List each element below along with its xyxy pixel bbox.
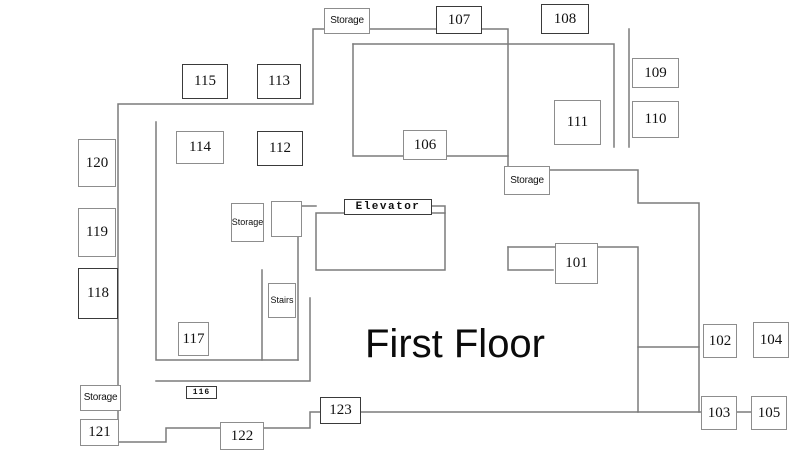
room-label-elevator[interactable]: Elevator bbox=[344, 199, 432, 215]
wall-upper-inner-room bbox=[352, 43, 509, 157]
room-label-text: 111 bbox=[566, 114, 589, 130]
room-label-text: 108 bbox=[553, 10, 577, 27]
room-label-closet-blank[interactable] bbox=[271, 201, 302, 237]
room-label-storage-right[interactable]: Storage bbox=[504, 166, 550, 195]
room-label-text: 104 bbox=[759, 331, 783, 348]
room-label-storage-top[interactable]: Storage bbox=[324, 8, 370, 34]
room-label-text: 115 bbox=[194, 73, 216, 89]
room-label-room-104[interactable]: 104 bbox=[753, 322, 789, 358]
room-label-text: 103 bbox=[707, 404, 731, 421]
room-label-room-107[interactable]: 107 bbox=[436, 6, 482, 34]
room-label-room-122[interactable]: 122 bbox=[220, 422, 264, 450]
room-label-text: Stairs bbox=[270, 295, 294, 305]
room-label-text: Storage bbox=[231, 217, 264, 227]
room-label-text: 110 bbox=[644, 111, 667, 127]
room-label-text: 106 bbox=[413, 136, 437, 153]
room-label-text: Storage bbox=[510, 174, 544, 186]
wall-upper-inner-room-top bbox=[352, 43, 615, 148]
room-label-text: 109 bbox=[644, 64, 667, 81]
room-label-room-101[interactable]: 101 bbox=[555, 243, 598, 284]
room-label-text: 102 bbox=[708, 332, 732, 349]
wall-elevator-right-up bbox=[431, 205, 446, 214]
room-label-room-113[interactable]: 113 bbox=[257, 64, 301, 99]
room-label-text: 113 bbox=[268, 73, 290, 89]
room-label-text: 120 bbox=[85, 154, 109, 171]
room-label-text: Storage bbox=[83, 392, 118, 403]
room-label-room-103[interactable]: 103 bbox=[701, 396, 737, 430]
room-label-text: 122 bbox=[230, 427, 254, 444]
room-label-text: Elevator bbox=[355, 200, 421, 213]
room-label-room-111[interactable]: 111 bbox=[554, 100, 601, 145]
room-label-stairs[interactable]: Stairs bbox=[268, 283, 296, 318]
room-label-text: 123 bbox=[329, 402, 352, 418]
room-label-room-102[interactable]: 102 bbox=[703, 324, 737, 358]
room-label-room-123[interactable]: 123 bbox=[320, 397, 361, 424]
room-label-room-114[interactable]: 114 bbox=[176, 131, 224, 164]
wall-corridor-116-top bbox=[155, 297, 311, 382]
wall-right-lower-wall bbox=[507, 246, 554, 271]
room-label-room-119[interactable]: 119 bbox=[78, 208, 116, 257]
room-label-storage-bot[interactable]: Storage bbox=[80, 385, 121, 411]
page-title: First Floor bbox=[365, 322, 545, 366]
room-label-text: 121 bbox=[88, 424, 111, 440]
room-label-text: 105 bbox=[757, 404, 781, 421]
room-label-storage-mid[interactable]: Storage bbox=[231, 203, 264, 242]
wall-room101-wall bbox=[507, 246, 639, 348]
room-label-room-116[interactable]: 116 bbox=[186, 386, 217, 399]
room-label-text: 116 bbox=[192, 387, 211, 397]
wall-elevator-box bbox=[315, 212, 446, 271]
room-label-room-110[interactable]: 110 bbox=[632, 101, 679, 138]
room-label-text: 114 bbox=[189, 139, 211, 155]
room-label-room-120[interactable]: 120 bbox=[78, 139, 116, 187]
room-label-room-109[interactable]: 109 bbox=[632, 58, 679, 88]
room-label-room-118[interactable]: 118 bbox=[78, 268, 118, 319]
room-label-room-106[interactable]: 106 bbox=[403, 130, 447, 160]
room-label-text: 118 bbox=[87, 285, 109, 301]
room-label-text: 101 bbox=[565, 255, 588, 271]
room-label-room-108[interactable]: 108 bbox=[541, 4, 589, 34]
room-label-text: Storage bbox=[330, 15, 364, 26]
room-label-room-105[interactable]: 105 bbox=[751, 396, 787, 430]
room-label-text: 112 bbox=[269, 140, 291, 156]
room-label-room-115[interactable]: 115 bbox=[182, 64, 228, 99]
room-label-text: 107 bbox=[447, 11, 471, 28]
room-label-room-117[interactable]: 117 bbox=[178, 322, 209, 356]
room-label-text: 117 bbox=[182, 330, 205, 347]
room-label-text: 119 bbox=[86, 224, 108, 240]
room-label-room-112[interactable]: 112 bbox=[257, 131, 303, 166]
wall-west-corridor-inner bbox=[155, 121, 299, 361]
room-label-room-121[interactable]: 121 bbox=[80, 419, 119, 446]
